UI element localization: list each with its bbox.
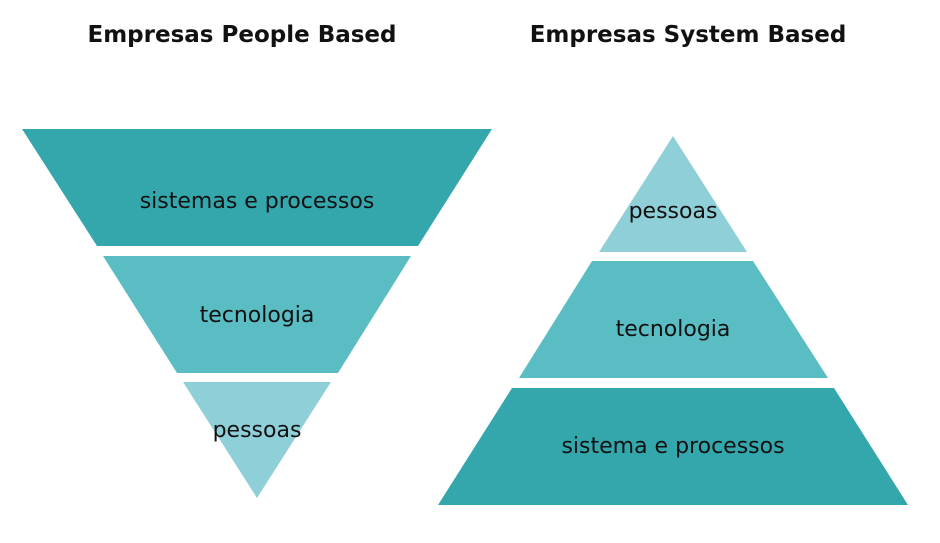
right-layer-2-shape <box>519 261 828 378</box>
left-layer-3-shape <box>183 382 331 498</box>
left-layer-1-label: sistemas e processos <box>140 189 375 214</box>
right-layer-1-label: pessoas <box>629 199 718 224</box>
right-layer-3-shape <box>438 388 908 505</box>
right-diagram-title: Empresas System Based <box>529 22 847 48</box>
left-layer-2-shape <box>103 256 411 373</box>
left-layer-2-label: tecnologia <box>200 303 315 328</box>
pyramid-system-based: pessoas tecnologia sistema e processos <box>438 136 908 505</box>
right-layer-2-label: tecnologia <box>616 317 731 342</box>
right-layer-1-shape <box>599 136 747 252</box>
left-layer-3-label: pessoas <box>213 418 302 443</box>
left-layer-1-shape <box>22 129 492 246</box>
right-layer-3-label: sistema e processos <box>561 434 784 459</box>
inverted-pyramid-people-based: sistemas e processos tecnologia pessoas <box>22 129 492 498</box>
left-diagram-title: Empresas People Based <box>87 22 397 48</box>
